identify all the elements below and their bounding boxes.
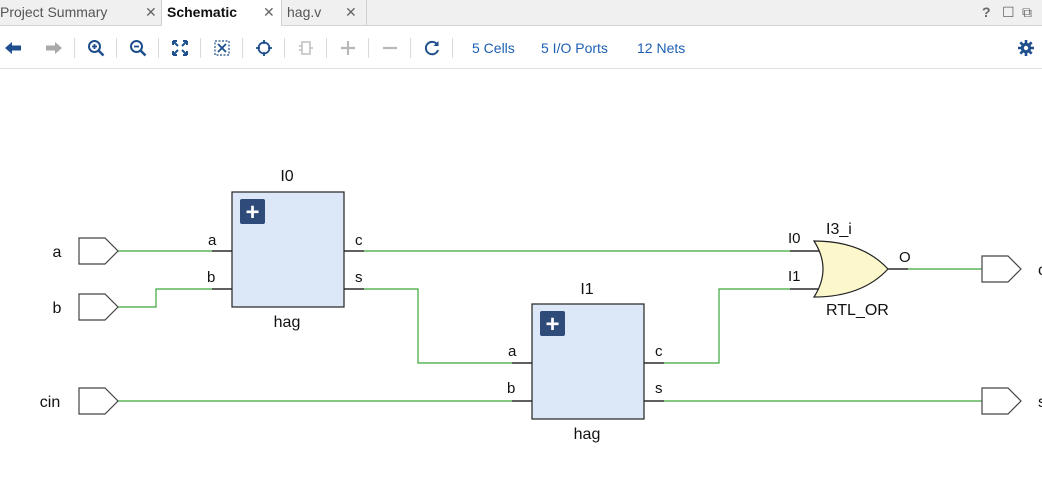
pin-label: s [655, 380, 663, 397]
close-icon[interactable]: ✕ [345, 4, 357, 20]
schematic-svg: a b cin c s + I0 hag a b c s + I1 hag a … [40, 168, 1042, 443]
expand-cell-button[interactable] [240, 199, 265, 224]
tab-project-summary[interactable]: Project Summary ✕ [0, 0, 162, 25]
collapse-icon[interactable] [295, 37, 317, 59]
input-port-b[interactable] [78, 293, 119, 321]
pin-label: I1 [788, 268, 801, 285]
pin-label: c [355, 232, 363, 249]
output-port-s[interactable] [981, 387, 1022, 415]
zoom-in-icon[interactable] [85, 37, 107, 59]
io-ports-link[interactable]: 5 I/O Ports [541, 40, 608, 56]
expand-cell-button[interactable] [540, 311, 565, 336]
tab-schematic[interactable]: Schematic ✕ [162, 0, 282, 26]
cell-i0[interactable]: + [231, 191, 345, 308]
back-icon[interactable] [2, 37, 24, 59]
input-port-a[interactable] [78, 237, 119, 265]
zoom-fit-icon[interactable] [169, 37, 191, 59]
help-icon[interactable]: ? [982, 4, 991, 20]
pin-label: O [899, 249, 911, 266]
plus-icon: + [545, 311, 559, 338]
pin-label: s [355, 269, 363, 286]
toolbar-divider [242, 38, 243, 58]
zoom-out-icon[interactable] [127, 37, 149, 59]
tab-bar: Project Summary ✕ Schematic ✕ hag.v ✕ ? … [0, 0, 1042, 26]
tab-label: Schematic [167, 4, 238, 20]
cell-module-name: hag [574, 426, 601, 443]
collapse-minus-icon[interactable] [379, 37, 401, 59]
plus-icon: + [245, 199, 259, 226]
net-i1-c[interactable] [664, 288, 790, 364]
zoom-selection-icon[interactable] [211, 37, 233, 59]
toolbar-divider [410, 38, 411, 58]
input-port-cin[interactable] [78, 387, 119, 415]
cell-i1[interactable]: + [531, 303, 645, 420]
pin-label: b [507, 380, 515, 397]
pin-label: a [208, 232, 217, 249]
toolbar-divider [284, 38, 285, 58]
input-port-label: b [53, 300, 62, 317]
cell-instance-name: I1 [580, 281, 593, 298]
input-port-label: a [53, 244, 62, 261]
select-target-icon[interactable] [253, 37, 275, 59]
or-gate-pins [790, 250, 908, 290]
toolbar-divider [158, 38, 159, 58]
cells-link[interactable]: 5 Cells [472, 40, 515, 56]
toolbar-divider [74, 38, 75, 58]
net-b[interactable] [118, 288, 212, 308]
gate-type-label: RTL_OR [826, 302, 889, 319]
cell-i0-pins [212, 250, 364, 290]
refresh-icon[interactable] [421, 37, 443, 59]
forward-icon[interactable] [43, 37, 65, 59]
output-port-label: s [1038, 394, 1042, 411]
toolbar-divider [116, 38, 117, 58]
tab-label: Project Summary [0, 4, 108, 20]
output-port-label: c [1038, 262, 1042, 279]
toolbar-divider [368, 38, 369, 58]
cell-module-name: hag [274, 314, 301, 331]
tab-label: hag.v [287, 4, 322, 20]
pin-label: c [655, 343, 663, 360]
cell-instance-name: I0 [280, 168, 293, 185]
pin-label: b [207, 269, 215, 286]
expand-plus-icon[interactable] [337, 37, 359, 59]
close-icon[interactable]: ✕ [145, 4, 157, 20]
toolbar-divider [452, 38, 453, 58]
tab-hag-v[interactable]: hag.v ✕ [282, 0, 367, 25]
pin-label: a [508, 343, 517, 360]
nets-link[interactable]: 12 Nets [637, 40, 686, 56]
schematic-canvas[interactable]: a b cin c s + I0 hag a b c s + I1 hag a … [0, 69, 1042, 499]
float-window-icon[interactable]: ⧉ [1022, 4, 1032, 20]
toolbar: 5 Cells 5 I/O Ports 12 Nets [0, 26, 1042, 69]
gate-instance-name: I3_i [826, 221, 852, 238]
settings-gear-icon[interactable] [1015, 37, 1037, 59]
or-gate[interactable] [812, 240, 889, 298]
toolbar-divider [200, 38, 201, 58]
toolbar-divider [326, 38, 327, 58]
restore-icon[interactable]: ☐ [1002, 4, 1015, 20]
close-icon[interactable]: ✕ [263, 4, 275, 20]
input-port-label: cin [40, 394, 60, 411]
pin-label: I0 [788, 230, 801, 247]
cell-i1-pins [512, 362, 664, 402]
net-i0-s[interactable] [364, 288, 512, 364]
output-port-c[interactable] [981, 255, 1022, 283]
